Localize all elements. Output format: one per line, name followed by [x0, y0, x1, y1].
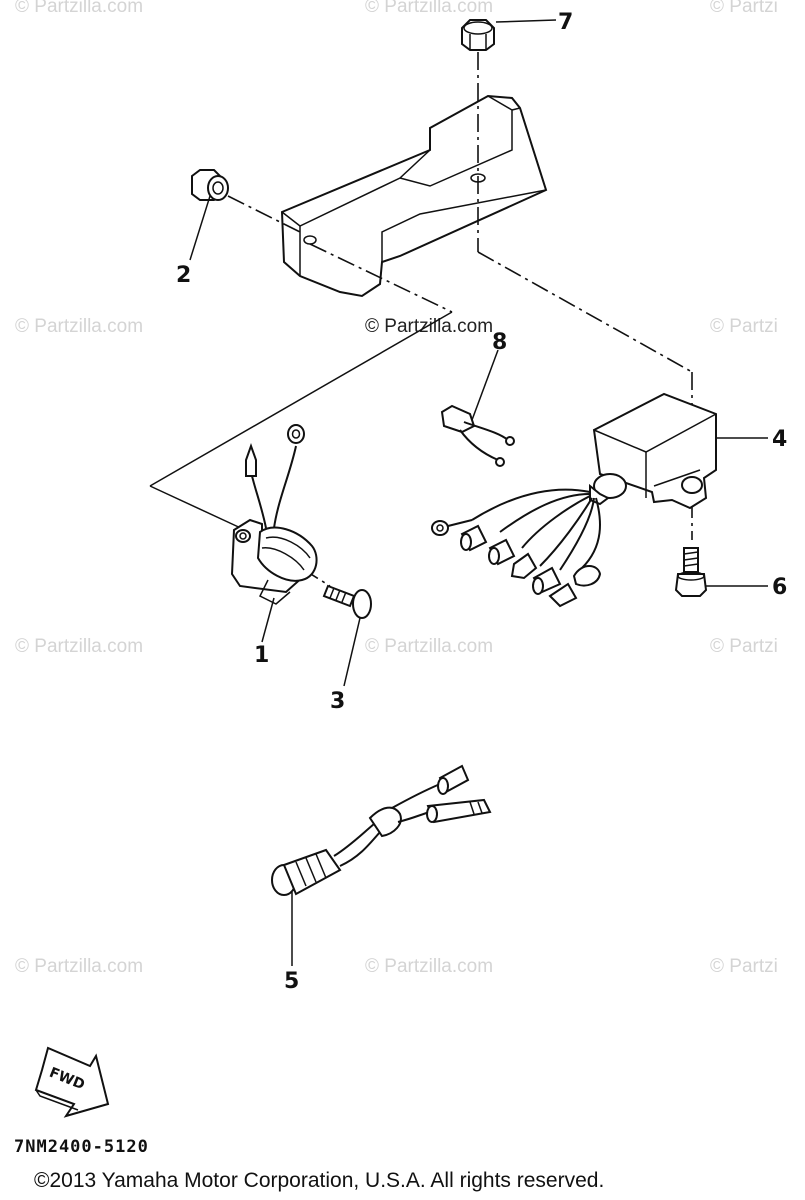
watermark: © Partzilla.com [15, 956, 143, 977]
part-4-cdi-unit[interactable] [589, 392, 717, 510]
part-8-clamp[interactable] [440, 404, 515, 467]
part-5-sensor-cable[interactable] [271, 764, 492, 896]
part-2-nut[interactable] [191, 169, 229, 201]
callout-4[interactable]: 4 [772, 427, 787, 452]
callout-7[interactable]: 7 [558, 10, 573, 35]
drawing-code: 7NM2400-5120 [14, 1137, 149, 1157]
part-7-nut[interactable] [461, 19, 495, 51]
part-1-sensor[interactable] [230, 424, 318, 605]
watermark: © Partzilla.com [365, 0, 493, 17]
mounting-bracket [280, 94, 548, 298]
watermark: © Partzi [710, 316, 778, 337]
watermark: © Partzi [710, 636, 778, 657]
callout-leaders [189, 19, 768, 966]
callout-1[interactable]: 1 [254, 643, 269, 668]
cdi-wire-harness [431, 488, 602, 608]
watermark: © Partzi [710, 0, 778, 17]
callout-2[interactable]: 2 [176, 263, 191, 288]
fwd-direction-arrow: FWD [34, 1046, 110, 1118]
watermark: © Partzilla.com [365, 956, 493, 977]
watermark: © Partzilla.com [15, 636, 143, 657]
part-6-screw[interactable] [674, 547, 708, 597]
watermarks: © Partzilla.com © Partzilla.com © Partzi… [15, 0, 778, 977]
watermark-center: © Partzilla.com [365, 316, 493, 337]
watermark: © Partzilla.com [15, 316, 143, 337]
callout-5[interactable]: 5 [284, 969, 299, 994]
watermark: © Partzi [710, 956, 778, 977]
watermark: © Partzilla.com [15, 0, 143, 17]
callout-6[interactable]: 6 [772, 575, 787, 600]
copyright-notice: ©2013 Yamaha Motor Corporation, U.S.A. A… [34, 1169, 604, 1192]
part-3-bolt[interactable] [322, 584, 372, 619]
callout-numbers: 2 7 8 4 6 1 3 5 [176, 10, 787, 994]
watermark: © Partzilla.com [365, 636, 493, 657]
callout-8[interactable]: 8 [492, 330, 507, 355]
callout-3[interactable]: 3 [330, 689, 345, 714]
